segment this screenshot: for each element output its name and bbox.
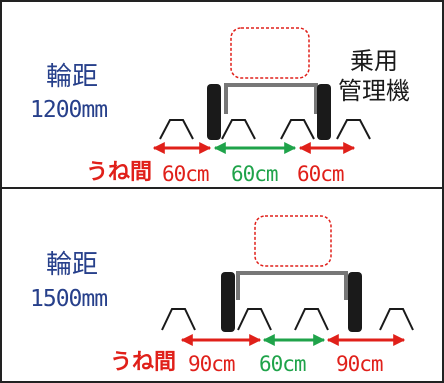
- spacing-value-1500-center: 60cm: [259, 352, 307, 376]
- spacing-value-1500-right: 90cm: [336, 352, 384, 376]
- ridge-3: [280, 119, 315, 140]
- axle-frame-1200: [224, 83, 318, 114]
- ridge-spacing-label-1200: うね間: [86, 160, 153, 185]
- track-width-title-1500: 輪距: [46, 250, 99, 280]
- right-wheel-1500: [348, 272, 362, 332]
- ridge-spacing-label-1500: うね間: [110, 350, 177, 375]
- ridges-1500: [161, 308, 414, 331]
- ridge-4: [336, 119, 371, 140]
- spacing-value-1500-left: 90cm: [188, 352, 236, 376]
- left-wheel-1500: [221, 272, 235, 332]
- ridge-2: [237, 308, 272, 331]
- ridge-2: [221, 119, 256, 140]
- track-width-value-1500: 1500mm: [30, 286, 108, 312]
- tractor-label-line1: 乗用: [350, 47, 398, 75]
- seat-1200: [230, 27, 310, 79]
- tractor-1200: [207, 27, 331, 140]
- ridge-3: [294, 308, 329, 331]
- spacing-value-1200-right: 60cm: [297, 162, 345, 186]
- ridges-1200: [159, 119, 371, 140]
- ridge-1: [159, 119, 194, 140]
- right-wheel-1200: [317, 84, 331, 140]
- spacing-value-1200-center: 60cm: [231, 162, 279, 186]
- ridge-4: [379, 308, 414, 331]
- seat-1500: [254, 215, 332, 267]
- panel-divider: [2, 187, 442, 189]
- tractor-1500: [221, 215, 362, 332]
- ridge-1: [161, 308, 196, 331]
- track-width-title-1200: 輪距: [46, 62, 99, 92]
- left-wheel-1200: [207, 84, 221, 140]
- tractor-label-line2: 管理機: [338, 77, 410, 105]
- axle-frame-1500: [236, 271, 348, 300]
- spacing-value-1200-left: 60cm: [162, 162, 210, 186]
- track-width-value-1200: 1200mm: [30, 97, 108, 123]
